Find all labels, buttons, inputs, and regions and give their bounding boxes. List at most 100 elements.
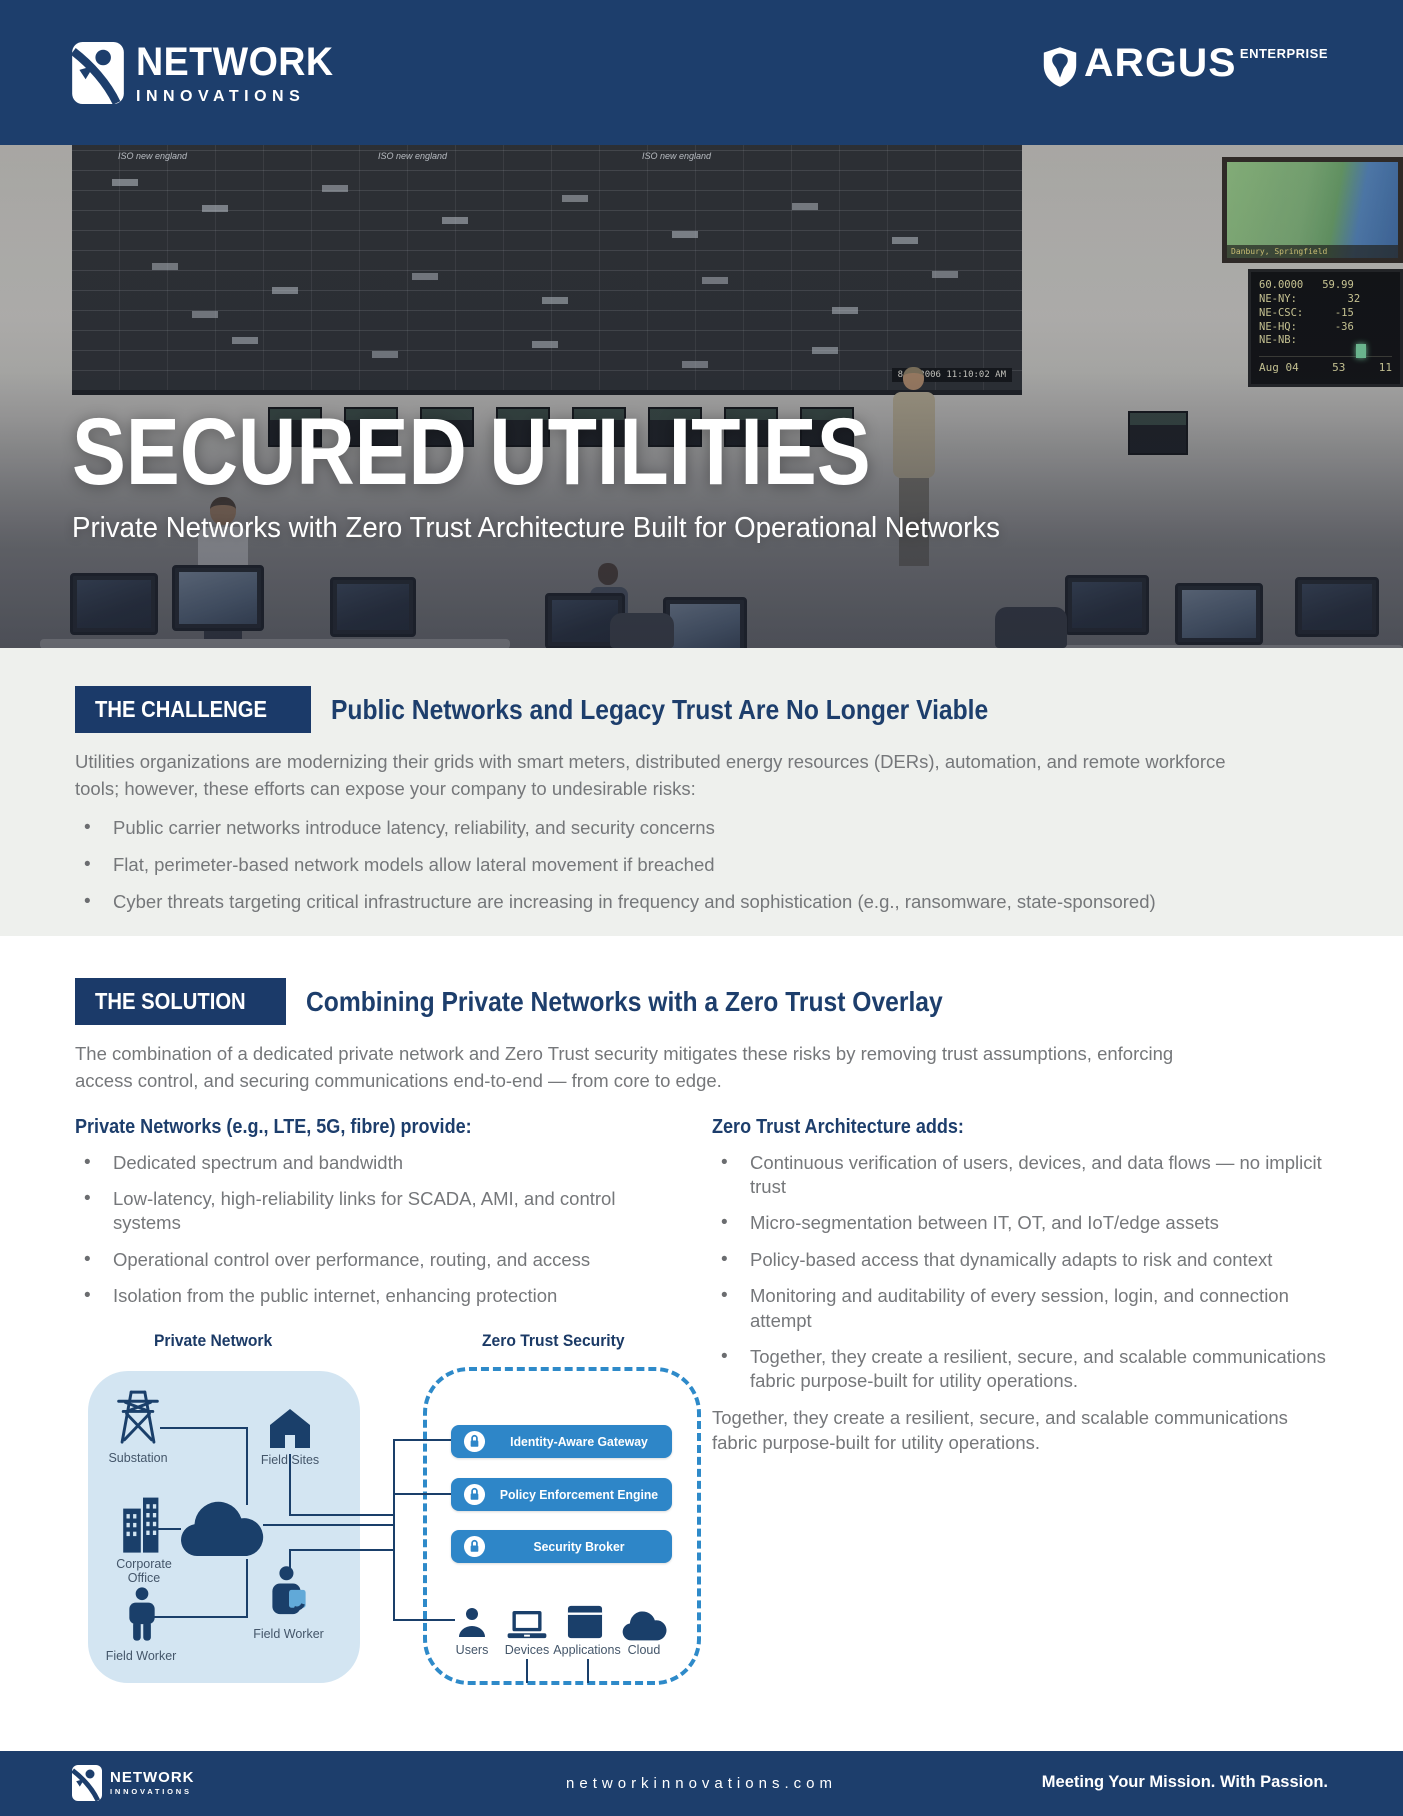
applications-label: Applications — [553, 1642, 621, 1657]
connector-line — [246, 1426, 248, 1505]
hero-caption: SECURED UTILITIES Private Networks with … — [72, 399, 1029, 545]
footer-url: networkinnovations.com — [566, 1775, 837, 1792]
zero-trust-bullets: Continuous verification of users, device… — [712, 1150, 1330, 1394]
lock-icon — [463, 1535, 486, 1557]
challenge-section: THE CHALLENGE Public Networks and Legacy… — [0, 648, 1403, 936]
header-bar: NETWORK INNOVATIONS ARGUS ENTERPRISE — [0, 0, 1403, 145]
lock-icon — [463, 1430, 486, 1452]
zero-trust-panel — [423, 1366, 701, 1685]
security-broker-button: Security Broker — [451, 1529, 672, 1563]
diagram-right-title-text: Zero Trust Security — [481, 1330, 625, 1350]
logo-line2: INNOVATIONS — [136, 88, 306, 105]
private-networks-column: Private Networks (e.g., LTE, 5G, fibre) … — [75, 1114, 701, 1729]
challenge-badge-label: THE CHALLENGE — [95, 696, 268, 722]
bullet-item: Public carrier networks introduce latenc… — [75, 815, 1328, 841]
bullet-item: Together, they create a resilient, secur… — [712, 1344, 1330, 1394]
argus-shield-icon — [1044, 47, 1077, 87]
page-subtitle: Private Networks with Zero Trust Archite… — [72, 512, 1000, 545]
challenge-bullet-list: Public carrier networks introduce latenc… — [75, 815, 1328, 915]
bullet-item: Low-latency, high-reliability links for … — [75, 1186, 620, 1236]
bullet-item: Flat, perimeter-based network models all… — [75, 852, 1328, 878]
footer-tagline: Meeting Your Mission. With Passion. — [1041, 1773, 1328, 1791]
field-worker-left-label: Field Worker — [105, 1648, 177, 1663]
page-title: SECURED UTILITIES — [72, 399, 871, 505]
bullet-item: Dedicated spectrum and bandwidth — [75, 1150, 620, 1176]
connector-line — [289, 1548, 393, 1551]
footer-logo-icon — [72, 1765, 102, 1801]
zero-trust-heading-text: Zero Trust Architecture adds: — [712, 1114, 964, 1138]
connector-line — [393, 1618, 455, 1621]
connector-line — [393, 1438, 395, 1621]
field-worker-right-icon — [266, 1565, 312, 1630]
footer-logo-wordmark: NETWORK INNOVATIONS — [110, 1770, 195, 1796]
field-worker-right-label: Field Worker — [253, 1626, 324, 1641]
network-innovations-icon — [72, 42, 124, 104]
field-sites-icon — [268, 1407, 312, 1454]
bullet-item: Continuous verification of users, device… — [712, 1150, 1330, 1200]
argus-wordmark: ARGUS — [1084, 41, 1237, 85]
solution-section: THE SOLUTION Combining Private Networks … — [0, 936, 1403, 1751]
zt-component-label: Security Broker — [533, 1538, 625, 1554]
bullet-item: Micro-segmentation between IT, OT, and I… — [712, 1210, 1330, 1236]
cloud-asset-label: Cloud — [627, 1642, 661, 1657]
architecture-diagram: Private Network Zero Trust Security — [63, 1327, 711, 1729]
solution-badge: THE SOLUTION — [75, 978, 287, 1025]
connector-line — [393, 1438, 451, 1441]
footer-logo-line2: INNOVATIONS — [110, 1787, 192, 1796]
challenge-heading: Public Networks and Legacy Trust Are No … — [331, 694, 1078, 726]
connector-line — [289, 1548, 291, 1572]
solution-heading-row: THE SOLUTION Combining Private Networks … — [75, 978, 1328, 1025]
solution-intro: The combination of a dedicated private n… — [75, 1043, 1174, 1091]
devices-label: Devices — [504, 1642, 550, 1657]
connector-line — [153, 1615, 248, 1618]
challenge-heading-text: Public Networks and Legacy Trust Are No … — [330, 693, 988, 725]
bullet-item: Operational control over performance, ro… — [75, 1247, 620, 1273]
zt-component-label: Identity-Aware Gateway — [510, 1433, 648, 1449]
policy-enforcement-engine-button: Policy Enforcement Engine — [451, 1477, 672, 1511]
diagram-left-title-text: Private Network — [153, 1330, 272, 1350]
bullet-item: Monitoring and auditability of every ses… — [712, 1283, 1330, 1333]
zero-trust-heading: Zero Trust Architecture adds: — [712, 1115, 1330, 1139]
logo-line1: NETWORK — [136, 40, 334, 84]
zero-trust-outro: Together, they create a resilient, secur… — [712, 1406, 1288, 1453]
private-networks-heading-text: Private Networks (e.g., LTE, 5G, fibre) … — [75, 1114, 472, 1138]
network-innovations-logo: NETWORK INNOVATIONS — [72, 42, 346, 106]
footer-logo-line1: NETWORK — [110, 1769, 195, 1786]
field-worker-left-icon — [123, 1585, 161, 1648]
solution-columns: Private Networks (e.g., LTE, 5G, fibre) … — [75, 1115, 1328, 1729]
footer-bar: NETWORK INNOVATIONS networkinnovations.c… — [0, 1751, 1403, 1816]
challenge-badge: THE CHALLENGE — [75, 686, 311, 733]
devices-icon — [505, 1609, 549, 1645]
identity-aware-gateway-button: Identity-Aware Gateway — [451, 1424, 672, 1458]
connector-line — [587, 1658, 589, 1683]
corporate-office-icon — [121, 1495, 165, 1558]
users-label: Users — [455, 1642, 489, 1657]
logo-wordmark: NETWORK INNOVATIONS — [136, 42, 346, 106]
field-sites-label: Field Sites — [260, 1452, 320, 1467]
network-cloud-icon — [175, 1499, 267, 1564]
diagram-right-title: Zero Trust Security — [413, 1331, 705, 1351]
hero-photo: ISO new england ISO new england ISO new … — [0, 145, 1403, 648]
connector-line — [526, 1658, 528, 1683]
challenge-intro: Utilities organizations are modernizing … — [75, 751, 1226, 799]
connector-line — [153, 1527, 181, 1530]
connector-line — [289, 1453, 291, 1516]
connector-line — [246, 1558, 248, 1618]
connector-line — [289, 1513, 393, 1516]
connector-line — [263, 1523, 393, 1526]
solution-heading-text: Combining Private Networks with a Zero T… — [306, 985, 943, 1017]
zero-trust-column: Zero Trust Architecture adds: Continuous… — [712, 1115, 1330, 1729]
argus-suffix: ENTERPRISE — [1239, 46, 1328, 61]
argus-enterprise-logo: ARGUS ENTERPRISE — [1042, 41, 1328, 88]
substation-icon — [113, 1387, 163, 1450]
solution-badge-label: THE SOLUTION — [95, 988, 246, 1014]
connector-line — [393, 1492, 451, 1495]
users-icon — [455, 1605, 489, 1644]
bullet-item: Policy-based access that dynamically ada… — [712, 1247, 1330, 1273]
private-networks-bullets: Dedicated spectrum and bandwidth Low-lat… — [75, 1150, 620, 1309]
bullet-item: Cyber threats targeting critical infrast… — [75, 889, 1328, 915]
corporate-office-label: Corporate Office — [116, 1556, 172, 1586]
cloud-asset-icon — [619, 1610, 669, 1647]
connector-line — [160, 1426, 248, 1429]
